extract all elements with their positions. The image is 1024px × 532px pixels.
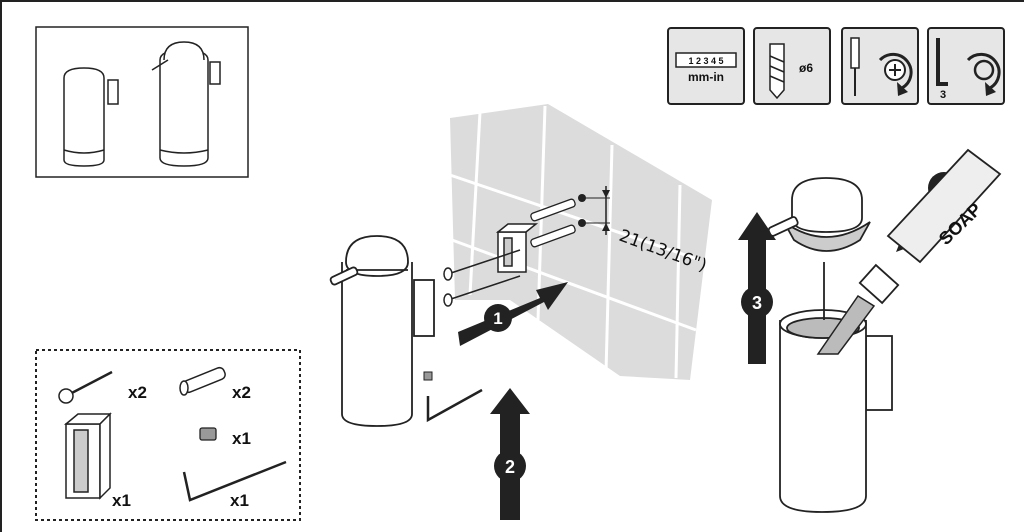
dispenser-right-pump — [767, 177, 871, 320]
tool-drill-bit-icon: ø6 — [753, 27, 831, 105]
hex-key-quantity: x1 — [230, 491, 249, 510]
step-2-arrow: 2 — [490, 388, 530, 520]
step-3-arrow: 3 — [738, 212, 776, 364]
dispenser-product-icon — [151, 41, 221, 167]
tool-ruler-icon: 1 2 3 4 5 mm-in — [667, 27, 745, 105]
ruler-unit-label: mm-in — [688, 70, 724, 84]
hex-key-tool — [423, 371, 483, 423]
mounting-screws — [443, 249, 521, 307]
bracket-part-icon — [63, 412, 112, 500]
plug-quantity: x2 — [232, 383, 251, 402]
step-2-label: 2 — [505, 457, 515, 477]
screw-part-icon — [58, 370, 113, 404]
tumbler-product-icon — [63, 67, 119, 167]
step-1-arrow: 1 — [458, 282, 568, 346]
product-preview-box — [35, 26, 249, 178]
wall-plugs — [530, 198, 576, 248]
wall-plug-part-icon — [179, 366, 226, 396]
step-3-label: 3 — [752, 293, 762, 313]
dispenser-left — [329, 235, 435, 427]
tool-hex-key-icon: 3 — [927, 27, 1005, 105]
set-screw-quantity: x1 — [232, 429, 251, 448]
drill-size-label: ø6 — [799, 61, 813, 75]
wall-tiles — [449, 104, 712, 380]
bracket-quantity: x1 — [112, 491, 131, 510]
step-1-label: 1 — [493, 309, 502, 328]
set-screw-part-icon — [199, 427, 217, 441]
ruler-tick-labels: 1 2 3 4 5 — [688, 56, 723, 66]
parts-list-box: x2 x2 x1 x1 x1 — [35, 349, 301, 521]
hex-key-size-label: 3 — [940, 89, 946, 101]
tool-screwdriver-icon — [841, 27, 919, 105]
hex-key-part-icon — [182, 460, 287, 502]
screw-quantity: x2 — [128, 383, 147, 402]
